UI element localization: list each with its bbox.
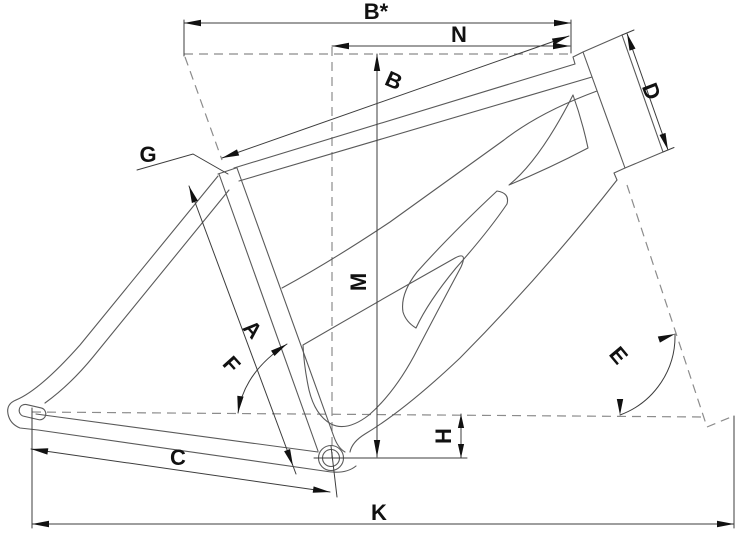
d-top-extension bbox=[621, 29, 635, 36]
head-axis-extension-line bbox=[626, 184, 708, 428]
label-b: B bbox=[381, 66, 406, 95]
down-tube-outer-edge bbox=[349, 179, 618, 453]
f-angle-arc bbox=[237, 343, 288, 414]
e-angle-arc bbox=[619, 333, 676, 416]
seat-tube-right-edge bbox=[236, 167, 346, 453]
m-bottom-arrow bbox=[373, 440, 381, 457]
c-right-arrow bbox=[312, 486, 330, 493]
g-leader-line bbox=[136, 153, 229, 175]
seat-stay-outer-edge bbox=[15, 175, 219, 401]
bstar-right-arrow bbox=[554, 19, 571, 27]
f-bottom-arrow bbox=[237, 395, 244, 413]
seat-axis-extension-line bbox=[184, 56, 223, 161]
a-bottom-arrow bbox=[284, 449, 293, 466]
seat-tube-left-edge bbox=[218, 173, 319, 452]
bstar-left-arrow bbox=[184, 19, 201, 27]
e-top-arrow bbox=[657, 334, 675, 343]
dimension-arrowheads bbox=[31, 19, 734, 528]
label-b-star: B* bbox=[364, 0, 389, 24]
head-tube-top-notch bbox=[572, 51, 584, 65]
chainstay-upper-edge bbox=[35, 413, 319, 453]
top-tube-upper-edge bbox=[233, 63, 576, 169]
label-a: A bbox=[238, 315, 267, 344]
rear-dropout-outline bbox=[7, 399, 39, 431]
e-bottom-arrow bbox=[616, 399, 624, 415]
label-e: E bbox=[604, 342, 633, 369]
c-left-arrow bbox=[31, 448, 49, 455]
bb-extension-line bbox=[330, 445, 338, 498]
reference-dashed-lines bbox=[31, 47, 732, 458]
front-axle-link-line bbox=[706, 416, 732, 428]
label-h: H bbox=[431, 428, 456, 444]
b-left-arrow bbox=[222, 149, 240, 158]
b-dimension-line bbox=[221, 35, 570, 159]
down-tube-inner-edge bbox=[281, 90, 598, 289]
head-gusset-cutout bbox=[508, 94, 589, 186]
k-right-arrow bbox=[717, 520, 734, 528]
a-top-arrow bbox=[189, 186, 198, 203]
k-left-arrow bbox=[32, 520, 49, 528]
d-bottom-extension bbox=[662, 147, 675, 153]
m-top-arrow bbox=[373, 54, 381, 71]
d-bottom-arrow bbox=[659, 132, 668, 150]
dimension-lines bbox=[30, 19, 735, 529]
head-tube-bottom-notch bbox=[613, 167, 626, 181]
label-f: F bbox=[218, 351, 246, 378]
n-right-arrow bbox=[553, 42, 570, 50]
d-top-arrow bbox=[627, 33, 636, 51]
h-bottom-arrow bbox=[457, 444, 465, 458]
label-d: D bbox=[637, 79, 666, 103]
label-m: M bbox=[346, 273, 371, 291]
label-n: N bbox=[451, 22, 467, 47]
h-top-arrow bbox=[457, 414, 465, 428]
a-dimension-line bbox=[188, 185, 297, 475]
down-tube-slot-cutout bbox=[402, 190, 509, 329]
chainstay-lower-edge bbox=[37, 429, 357, 473]
label-k: K bbox=[371, 500, 387, 525]
seat-cluster-top bbox=[217, 167, 237, 175]
frame-outline bbox=[7, 34, 664, 473]
d-dimension-line bbox=[626, 33, 669, 151]
n-left-arrow bbox=[332, 42, 349, 50]
axle-horizontal-reference-line bbox=[31, 411, 705, 418]
c-dimension-line bbox=[30, 448, 331, 493]
f-top-arrow bbox=[271, 344, 287, 356]
b-right-arrow bbox=[551, 36, 569, 45]
bb-window-cutout bbox=[302, 255, 464, 428]
top-tube-lower-edge bbox=[238, 76, 593, 182]
label-g: G bbox=[139, 142, 156, 167]
label-c: C bbox=[170, 445, 186, 470]
seat-stay-inner-edge bbox=[44, 189, 230, 404]
